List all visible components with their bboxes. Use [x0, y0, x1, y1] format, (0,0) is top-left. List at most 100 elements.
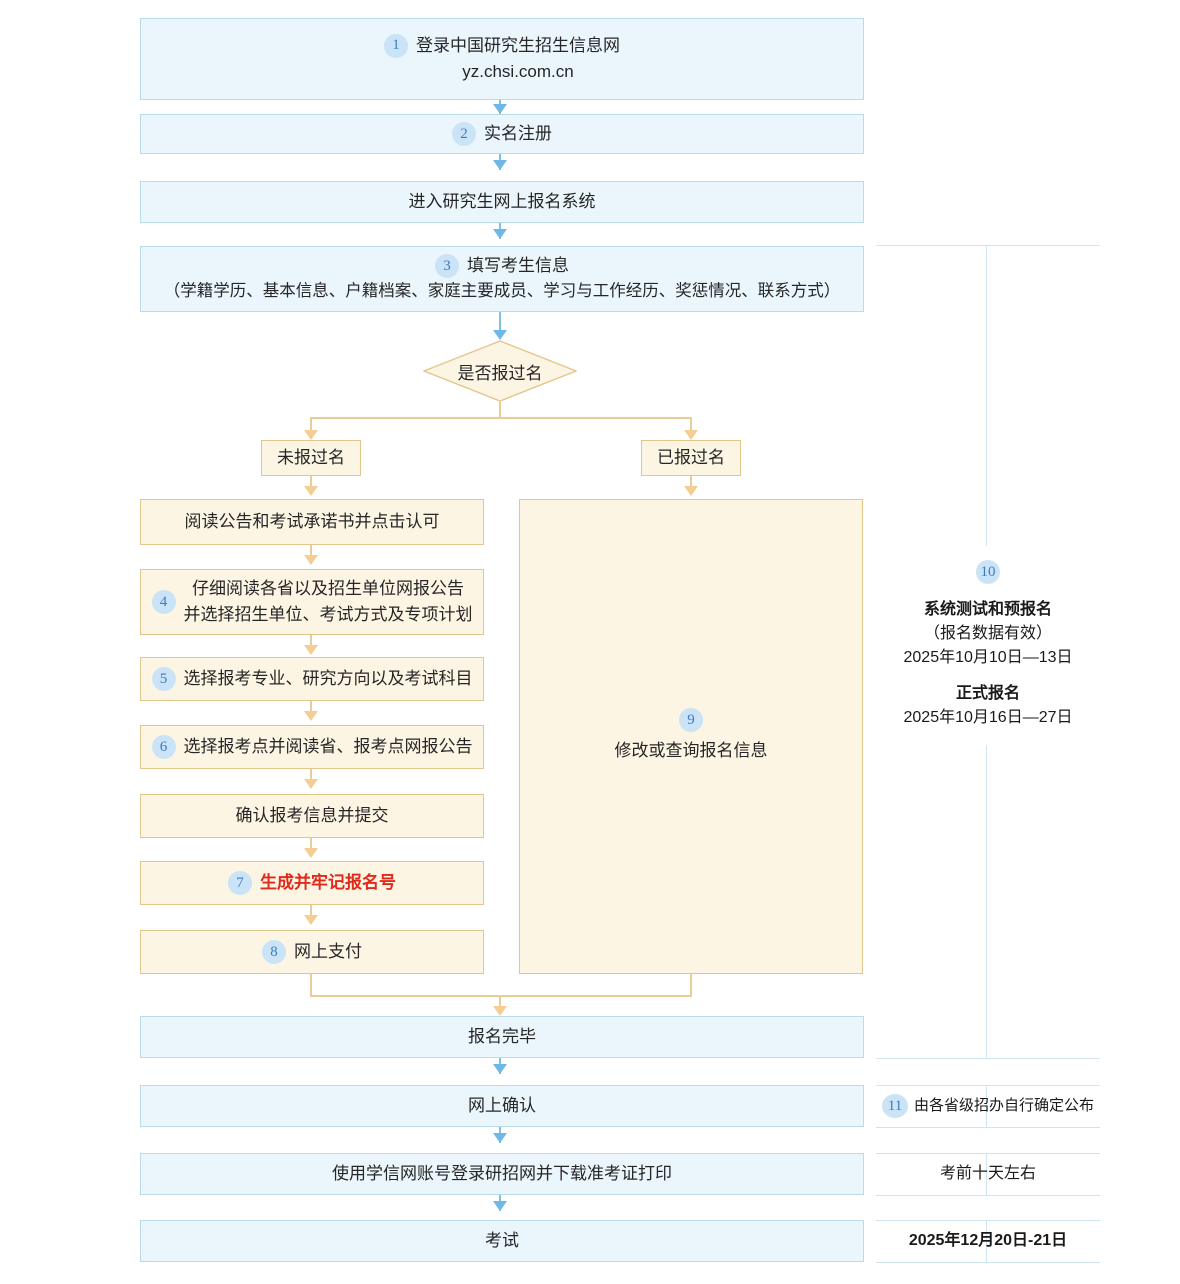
timeline-rule-exam-bottom	[876, 1262, 1100, 1263]
arrow-regno-pay	[304, 915, 318, 925]
node-select-major-row: 5 选择报考专业、研究方向以及考试科目	[151, 666, 473, 692]
node-fill-info[interactable]: 3 填写考生信息 （学籍学历、基本信息、户籍档案、家庭主要成员、学习与工作经历、…	[140, 246, 864, 312]
connector-regno-pay	[310, 905, 312, 919]
connector-pay-merge	[310, 974, 312, 996]
connector-decision-split	[311, 417, 691, 419]
connector-branchright-down	[690, 476, 692, 488]
node-exam[interactable]: 考试	[140, 1220, 864, 1262]
node-enter-system-label: 进入研究生网上报名系统	[408, 191, 596, 211]
arrow-done-onlineconf	[493, 1064, 507, 1074]
timeline-signup-subtitle: （报名数据有效）	[923, 625, 1052, 642]
step-badge-9: 9	[679, 708, 703, 733]
node-registration-number[interactable]: 7 生成并牢记报名号	[140, 861, 484, 905]
step-badge-3: 3	[435, 254, 459, 279]
step-badge-1: 1	[384, 33, 408, 58]
node-login-url: yz.chsi.com.cn	[462, 62, 574, 81]
step-badge-8: 8	[262, 940, 286, 964]
node-branch-not-registered-label: 未报过名	[277, 447, 345, 467]
node-select-major-label: 选择报考专业、研究方向以及考试科目	[183, 668, 473, 688]
node-online-confirmation[interactable]: 网上确认	[140, 1085, 864, 1127]
arrow-major-site	[304, 711, 318, 721]
connector-fillinfo-decision	[499, 312, 501, 332]
connector-major-site	[310, 701, 312, 715]
node-select-site-row: 6 选择报考点并阅读省、报考点网报公告	[151, 734, 473, 760]
timeline-exam-text: 2025年12月20日-21日	[908, 1232, 1068, 1249]
node-read-province-row: 4 仔细阅读各省以及招生单位网报公告 并选择招生单位、考试方式及专项计划	[151, 576, 473, 629]
step-badge-11: 11	[881, 1094, 908, 1118]
arrow-site-confirm	[304, 779, 318, 789]
node-online-confirmation-label: 网上确认	[468, 1095, 536, 1115]
timeline-rule-ticket-top	[876, 1153, 1100, 1154]
node-realname[interactable]: 2 实名注册	[140, 114, 864, 154]
step-badge-10: 10	[976, 560, 1000, 584]
timeline-signup-period: 10 系统测试和预报名 （报名数据有效） 2025年10月10日—13日 正式报…	[876, 560, 1100, 730]
node-select-major[interactable]: 5 选择报考专业、研究方向以及考试科目	[140, 657, 484, 701]
node-registration-done[interactable]: 报名完毕	[140, 1016, 864, 1058]
connector-readnotice-readprov	[310, 545, 312, 559]
timeline-signup-title: 系统测试和预报名	[923, 601, 1052, 618]
node-download-ticket[interactable]: 使用学信网账号登录研招网并下载准考证打印	[140, 1153, 864, 1195]
connector-readprov-major	[310, 635, 312, 649]
arrow-login-realname	[493, 104, 507, 114]
arrow-split-right	[684, 430, 698, 440]
timeline-exam-cell: 2025年12月20日-21日	[876, 1220, 1100, 1262]
node-fill-info-row: 3 填写考生信息	[435, 253, 569, 279]
timeline-axis-ticket	[986, 1153, 987, 1195]
timeline-formal-title: 正式报名	[955, 685, 1020, 702]
node-select-site[interactable]: 6 选择报考点并阅读省、报考点网报公告	[140, 725, 484, 769]
timeline-rule-exam-top	[876, 1220, 1100, 1221]
node-login-row: 1 登录中国研究生招生信息网	[384, 33, 620, 59]
node-registration-number-label: 生成并牢记报名号	[260, 872, 396, 892]
node-branch-registered[interactable]: 已报过名	[641, 440, 741, 476]
timeline-ticket-cell: 考前十天左右	[876, 1153, 1100, 1195]
timeline-axis-confirm	[986, 1085, 987, 1127]
arrow-ticket-exam	[493, 1201, 507, 1211]
arrow-merge-done	[493, 1006, 507, 1016]
node-read-notice-label: 阅读公告和考试承诺书并点击认可	[184, 511, 440, 531]
connector-branchleft-down	[310, 476, 312, 488]
node-branch-registered-label: 已报过名	[657, 447, 725, 467]
timeline-confirm-cell: 11 由各省级招办自行确定公布	[876, 1085, 1100, 1127]
node-download-ticket-label: 使用学信网账号登录研招网并下载准考证打印	[332, 1163, 672, 1183]
node-confirm-submit[interactable]: 确认报考信息并提交	[140, 794, 484, 838]
arrow-confirm-regno	[304, 848, 318, 858]
node-enter-system[interactable]: 进入研究生网上报名系统	[140, 181, 864, 223]
node-exam-label: 考试	[485, 1230, 519, 1250]
node-read-province-line2: 并选择招生单位、考试方式及专项计划	[183, 605, 473, 624]
timeline-axis-lower	[986, 745, 987, 1059]
node-login[interactable]: 1 登录中国研究生招生信息网 yz.chsi.com.cn	[140, 18, 864, 100]
arrow-branchleft-down	[304, 486, 318, 496]
timeline-rule-ticket-bottom	[876, 1195, 1100, 1196]
node-branch-not-registered[interactable]: 未报过名	[261, 440, 361, 476]
timeline-signup-date1: 2025年10月10日—13日	[903, 649, 1073, 666]
connector-merge-bar	[310, 995, 692, 997]
arrow-split-left	[304, 430, 318, 440]
node-read-province[interactable]: 4 仔细阅读各省以及招生单位网报公告 并选择招生单位、考试方式及专项计划	[140, 569, 484, 635]
node-fill-info-title: 填写考生信息	[467, 256, 569, 276]
node-online-payment-row: 8 网上支付	[262, 939, 362, 965]
node-modify-query[interactable]: 9 修改或查询报名信息	[519, 499, 863, 974]
connector-merge-down	[499, 995, 501, 1009]
step-badge-6: 6	[151, 735, 176, 759]
node-fill-info-detail: （学籍学历、基本信息、户籍档案、家庭主要成员、学习与工作经历、奖惩情况、联系方式…	[163, 282, 841, 301]
connector-confirm-regno	[310, 838, 312, 852]
timeline-ticket-text: 考前十天左右	[939, 1165, 1036, 1182]
step-badge-5: 5	[151, 667, 176, 691]
timeline-rule-confirm-top	[876, 1085, 1100, 1086]
arrow-readprov-major	[304, 645, 318, 655]
connector-site-confirm	[310, 769, 312, 783]
connector-split-left	[310, 417, 312, 433]
connector-decision-down	[499, 400, 501, 418]
node-login-title: 登录中国研究生招生信息网	[416, 35, 620, 55]
node-read-notice[interactable]: 阅读公告和考试承诺书并点击认可	[140, 499, 484, 545]
timeline-rule-done	[876, 1058, 1100, 1059]
timeline-formal-date: 2025年10月16日—27日	[903, 709, 1073, 726]
timeline-rule-confirm-bottom	[876, 1127, 1100, 1128]
node-online-payment[interactable]: 8 网上支付	[140, 930, 484, 974]
timeline-axis-exam	[986, 1220, 987, 1262]
node-modify-query-label: 修改或查询报名信息	[614, 741, 768, 761]
arrow-onlineconf-ticket	[493, 1133, 507, 1143]
connector-split-right	[690, 417, 692, 433]
node-decision[interactable]: 是否报过名	[423, 340, 577, 402]
